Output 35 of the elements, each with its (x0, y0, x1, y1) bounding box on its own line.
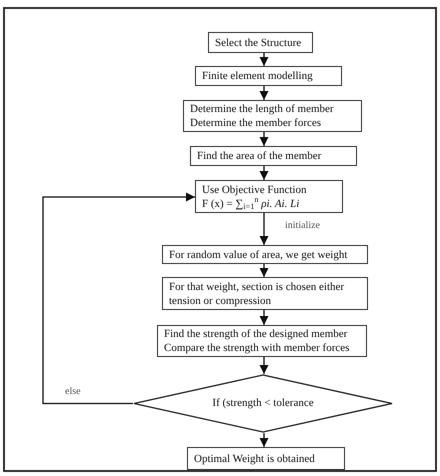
process-box (208, 32, 313, 53)
node-text: If (strength < tolerance (212, 396, 314, 410)
arrow (259, 86, 269, 100)
arrow (259, 53, 269, 66)
edge-label: else (64, 387, 82, 397)
node-text: Find the strength of the designed member (164, 327, 348, 341)
process-box (162, 277, 368, 310)
node-text: Determine the length of member (190, 102, 335, 116)
node-text: Finite element modelling (202, 69, 314, 83)
arrow (259, 310, 269, 325)
arrow (259, 166, 269, 180)
node-text: For that weight, section is chosen either tension or compression (169, 280, 346, 308)
node-text: F (x) = ∑$_{i=1}$$^{n}$ ρi. Ai. Li (202, 196, 300, 210)
process-box (195, 180, 343, 213)
node-text: Select the Structure (215, 36, 302, 50)
node-text: Find the area of the member (197, 149, 322, 163)
process-box (187, 447, 345, 470)
node-text: Compare the strength with member forces (164, 341, 350, 355)
node-text: Use Objective Function (202, 182, 308, 196)
node-text: For random value of area, we get weight (169, 248, 348, 262)
node-text: Optimal Weight is obtained (194, 452, 316, 466)
process-box (183, 100, 362, 132)
process-box (195, 66, 342, 86)
arrow (259, 213, 269, 245)
arrow (42, 192, 195, 404)
decision-diamond (133, 374, 393, 433)
arrow (259, 264, 269, 277)
process-box (190, 146, 357, 166)
process-box (162, 245, 368, 264)
arrow (259, 433, 269, 447)
edge-label: initialize (284, 221, 321, 231)
arrow (259, 132, 269, 146)
process-box (157, 325, 367, 357)
node-text: Determine the member forces (190, 116, 322, 130)
arrow (259, 357, 269, 374)
